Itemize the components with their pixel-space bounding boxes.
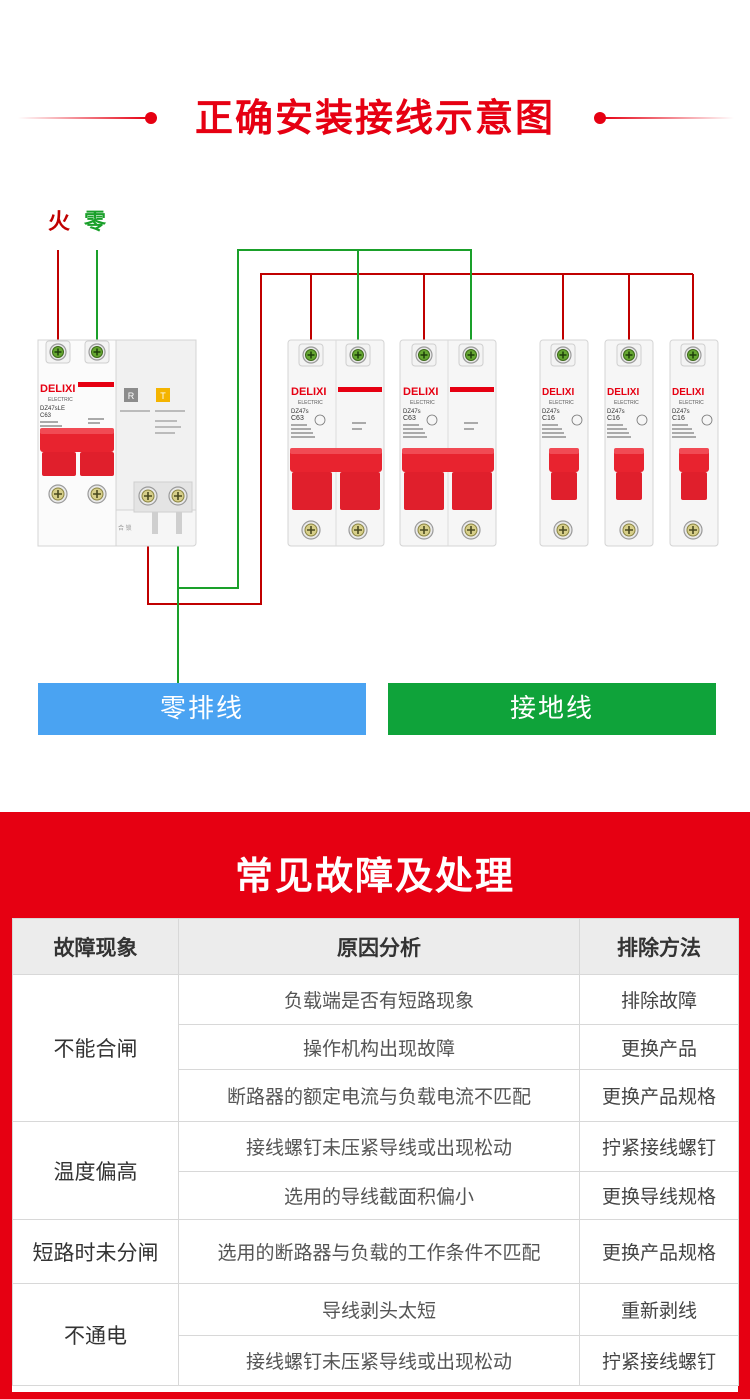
- breaker-1-toggle-handle: [290, 448, 382, 510]
- title-decor-line-left: [18, 117, 148, 119]
- cause-cell: 接线螺钉未压紧导线或出现松动: [178, 1121, 580, 1172]
- cause-cell: 负载端是否有短路现象: [178, 974, 580, 1025]
- fix-cell: 更换导线规格: [579, 1171, 739, 1220]
- symptom-cell: 不通电: [12, 1283, 179, 1386]
- breaker-3-model: DZ47s: [542, 409, 560, 415]
- breaker-1-brand: DELIXI: [291, 386, 326, 398]
- breaker-1-rating: C63: [291, 415, 304, 422]
- neutral-bus-wire: [177, 249, 472, 589]
- breaker-1-sub: ELECTRIC: [298, 400, 323, 406]
- fault-table-header-row: 故障现象 原因分析 排除方法: [12, 918, 739, 975]
- breaker-4-model: DZ47s: [607, 409, 625, 415]
- breaker-5-toggle-handle: [679, 448, 709, 500]
- fix-cell: 重新剥线: [579, 1283, 739, 1336]
- breaker-1p-2: DELIXI ELECTRIC DZ47s C16: [604, 339, 654, 547]
- breaker-1p-1: DELIXI ELECTRIC DZ47s C16: [539, 339, 589, 547]
- table-row: 选用的导线截面积偏小 更换导线规格: [13, 1171, 739, 1220]
- breaker-3-rating: C16: [542, 415, 555, 422]
- table-row: 操作机构出现故障 更换产品: [13, 1024, 739, 1070]
- table-row: 短路时未分闸 选用的断路器与负载的工作条件不匹配 更换产品规格: [12, 1219, 739, 1284]
- cause-cell: 操作机构出现故障: [178, 1024, 580, 1070]
- fault-table: 故障现象 原因分析 排除方法 不能合闸 负载端是否有短路现象 排除故障 操作机构…: [12, 918, 739, 1386]
- breaker-2-model: DZ47s: [403, 409, 421, 415]
- rcbo-test-button: [156, 388, 170, 402]
- breaker-2p-2: DELIXI ELECTRIC DZ47s C63: [399, 339, 497, 547]
- fix-cell: 更换产品规格: [579, 1069, 739, 1122]
- rcbo-reset-label: R: [128, 391, 135, 401]
- rcbo-model: DZ47sLE: [40, 406, 65, 412]
- wires: [57, 249, 694, 683]
- title-decor-dot-right: [594, 112, 606, 124]
- breaker-1-model: DZ47s: [291, 409, 309, 415]
- fault-section: 常见故障及处理 故障现象 原因分析 排除方法 不能合闸 负载端是否有短路现象: [0, 812, 750, 1399]
- diagram-title: 正确安装接线示意图: [194, 96, 555, 140]
- fix-cell: 拧紧接线螺钉: [579, 1121, 739, 1172]
- fix-cell: 更换产品: [579, 1024, 739, 1070]
- live-wire-label: 火: [48, 210, 71, 235]
- breaker-2-spec-lines: [403, 422, 478, 438]
- symptom-cell: 短路时未分闸: [12, 1219, 179, 1284]
- symptom-cell: 温度偏高: [12, 1121, 179, 1220]
- fault-title: 常见故障及处理: [234, 854, 515, 898]
- breaker-2p-1: DELIXI ELECTRIC DZ47s C63: [287, 339, 385, 547]
- cause-cell: 选用的断路器与负载的工作条件不匹配: [178, 1219, 580, 1284]
- rcbo-lock-text: 合 锁: [118, 524, 132, 532]
- fix-cell: 拧紧接线螺钉: [579, 1335, 739, 1386]
- title-decor-dot-left: [145, 112, 157, 124]
- breaker-3-brand: DELIXI: [542, 387, 574, 398]
- header-cause: 原因分析: [178, 918, 580, 975]
- breaker-1-spec-lines: [291, 422, 366, 438]
- fix-cell: 排除故障: [579, 974, 739, 1025]
- breaker-5-rating: C16: [672, 415, 685, 422]
- breaker-3-sub: ELECTRIC: [549, 400, 574, 406]
- breaker-4-sub: ELECTRIC: [614, 400, 639, 406]
- breaker-5-model: DZ47s: [672, 409, 690, 415]
- table-row: 温度偏高 接线螺钉未压紧导线或出现松动 拧紧接线螺钉: [12, 1121, 739, 1220]
- breaker-3-toggle-handle: [549, 448, 579, 500]
- table-row: 断路器的额定电流与负载电流不匹配 更换产品规格: [13, 1069, 739, 1122]
- cause-cell: 断路器的额定电流与负载电流不匹配: [178, 1069, 580, 1122]
- header-symptom: 故障现象: [12, 918, 179, 975]
- rcbo-test-label: T: [160, 391, 166, 401]
- neutral-bar: 零排线: [38, 683, 366, 735]
- breaker-4-toggle-handle: [614, 448, 644, 500]
- wiring-section: 正确安装接线示意图 火 零: [0, 92, 750, 735]
- cause-cell: 选用的导线截面积偏小: [178, 1171, 580, 1220]
- breaker-5-sub: ELECTRIC: [679, 400, 704, 406]
- ground-bar: 接地线: [388, 683, 716, 735]
- breaker-2-rating: C63: [403, 415, 416, 422]
- cause-cell: 导线剥头太短: [178, 1283, 580, 1336]
- table-row: 接线螺钉未压紧导线或出现松动 拧紧接线螺钉: [13, 1335, 739, 1386]
- neutral-wire-label: 零: [84, 210, 107, 235]
- rcbo-panel-text-lines: [120, 410, 185, 434]
- rcbo-brand-sub: ELECTRIC: [48, 397, 73, 403]
- diagram-title-row: 正确安装接线示意图: [0, 92, 750, 144]
- breaker-4-rating: C16: [607, 415, 620, 422]
- live-bus-wire: [147, 273, 693, 605]
- rcbo-rating: C63: [40, 413, 52, 419]
- table-row: 不能合闸 负载端是否有短路现象 排除故障: [12, 974, 739, 1122]
- rcbo-breaker: DELIXI ELECTRIC DZ47sLE C63: [37, 339, 197, 547]
- breaker-1p-3: DELIXI ELECTRIC DZ47s C16: [669, 339, 719, 547]
- rcbo-brand: DELIXI: [40, 383, 75, 395]
- rcbo-toggle-handle: [40, 428, 114, 476]
- cause-cell: 接线螺钉未压紧导线或出现松动: [178, 1335, 580, 1386]
- rcbo-reset-button: [124, 388, 138, 402]
- breaker-4-brand: DELIXI: [607, 387, 639, 398]
- breaker-2-toggle-handle: [402, 448, 494, 510]
- fault-table-wrapper: 故障现象 原因分析 排除方法 不能合闸 负载端是否有短路现象 排除故障 操作机构…: [12, 918, 739, 1392]
- breaker-2-brand: DELIXI: [403, 386, 438, 398]
- table-row: 不通电 导线剥头太短 重新剥线: [12, 1283, 739, 1386]
- symptom-cell: 不能合闸: [12, 974, 179, 1122]
- header-fix: 排除方法: [579, 918, 739, 975]
- wiring-diagram: DELIXI ELECTRIC DZ47sLE C63: [37, 249, 719, 683]
- breaker-2-sub: ELECTRIC: [410, 400, 435, 406]
- fix-cell: 更换产品规格: [579, 1219, 739, 1284]
- title-decor-line-right: [602, 117, 734, 119]
- breaker-5-brand: DELIXI: [672, 387, 704, 398]
